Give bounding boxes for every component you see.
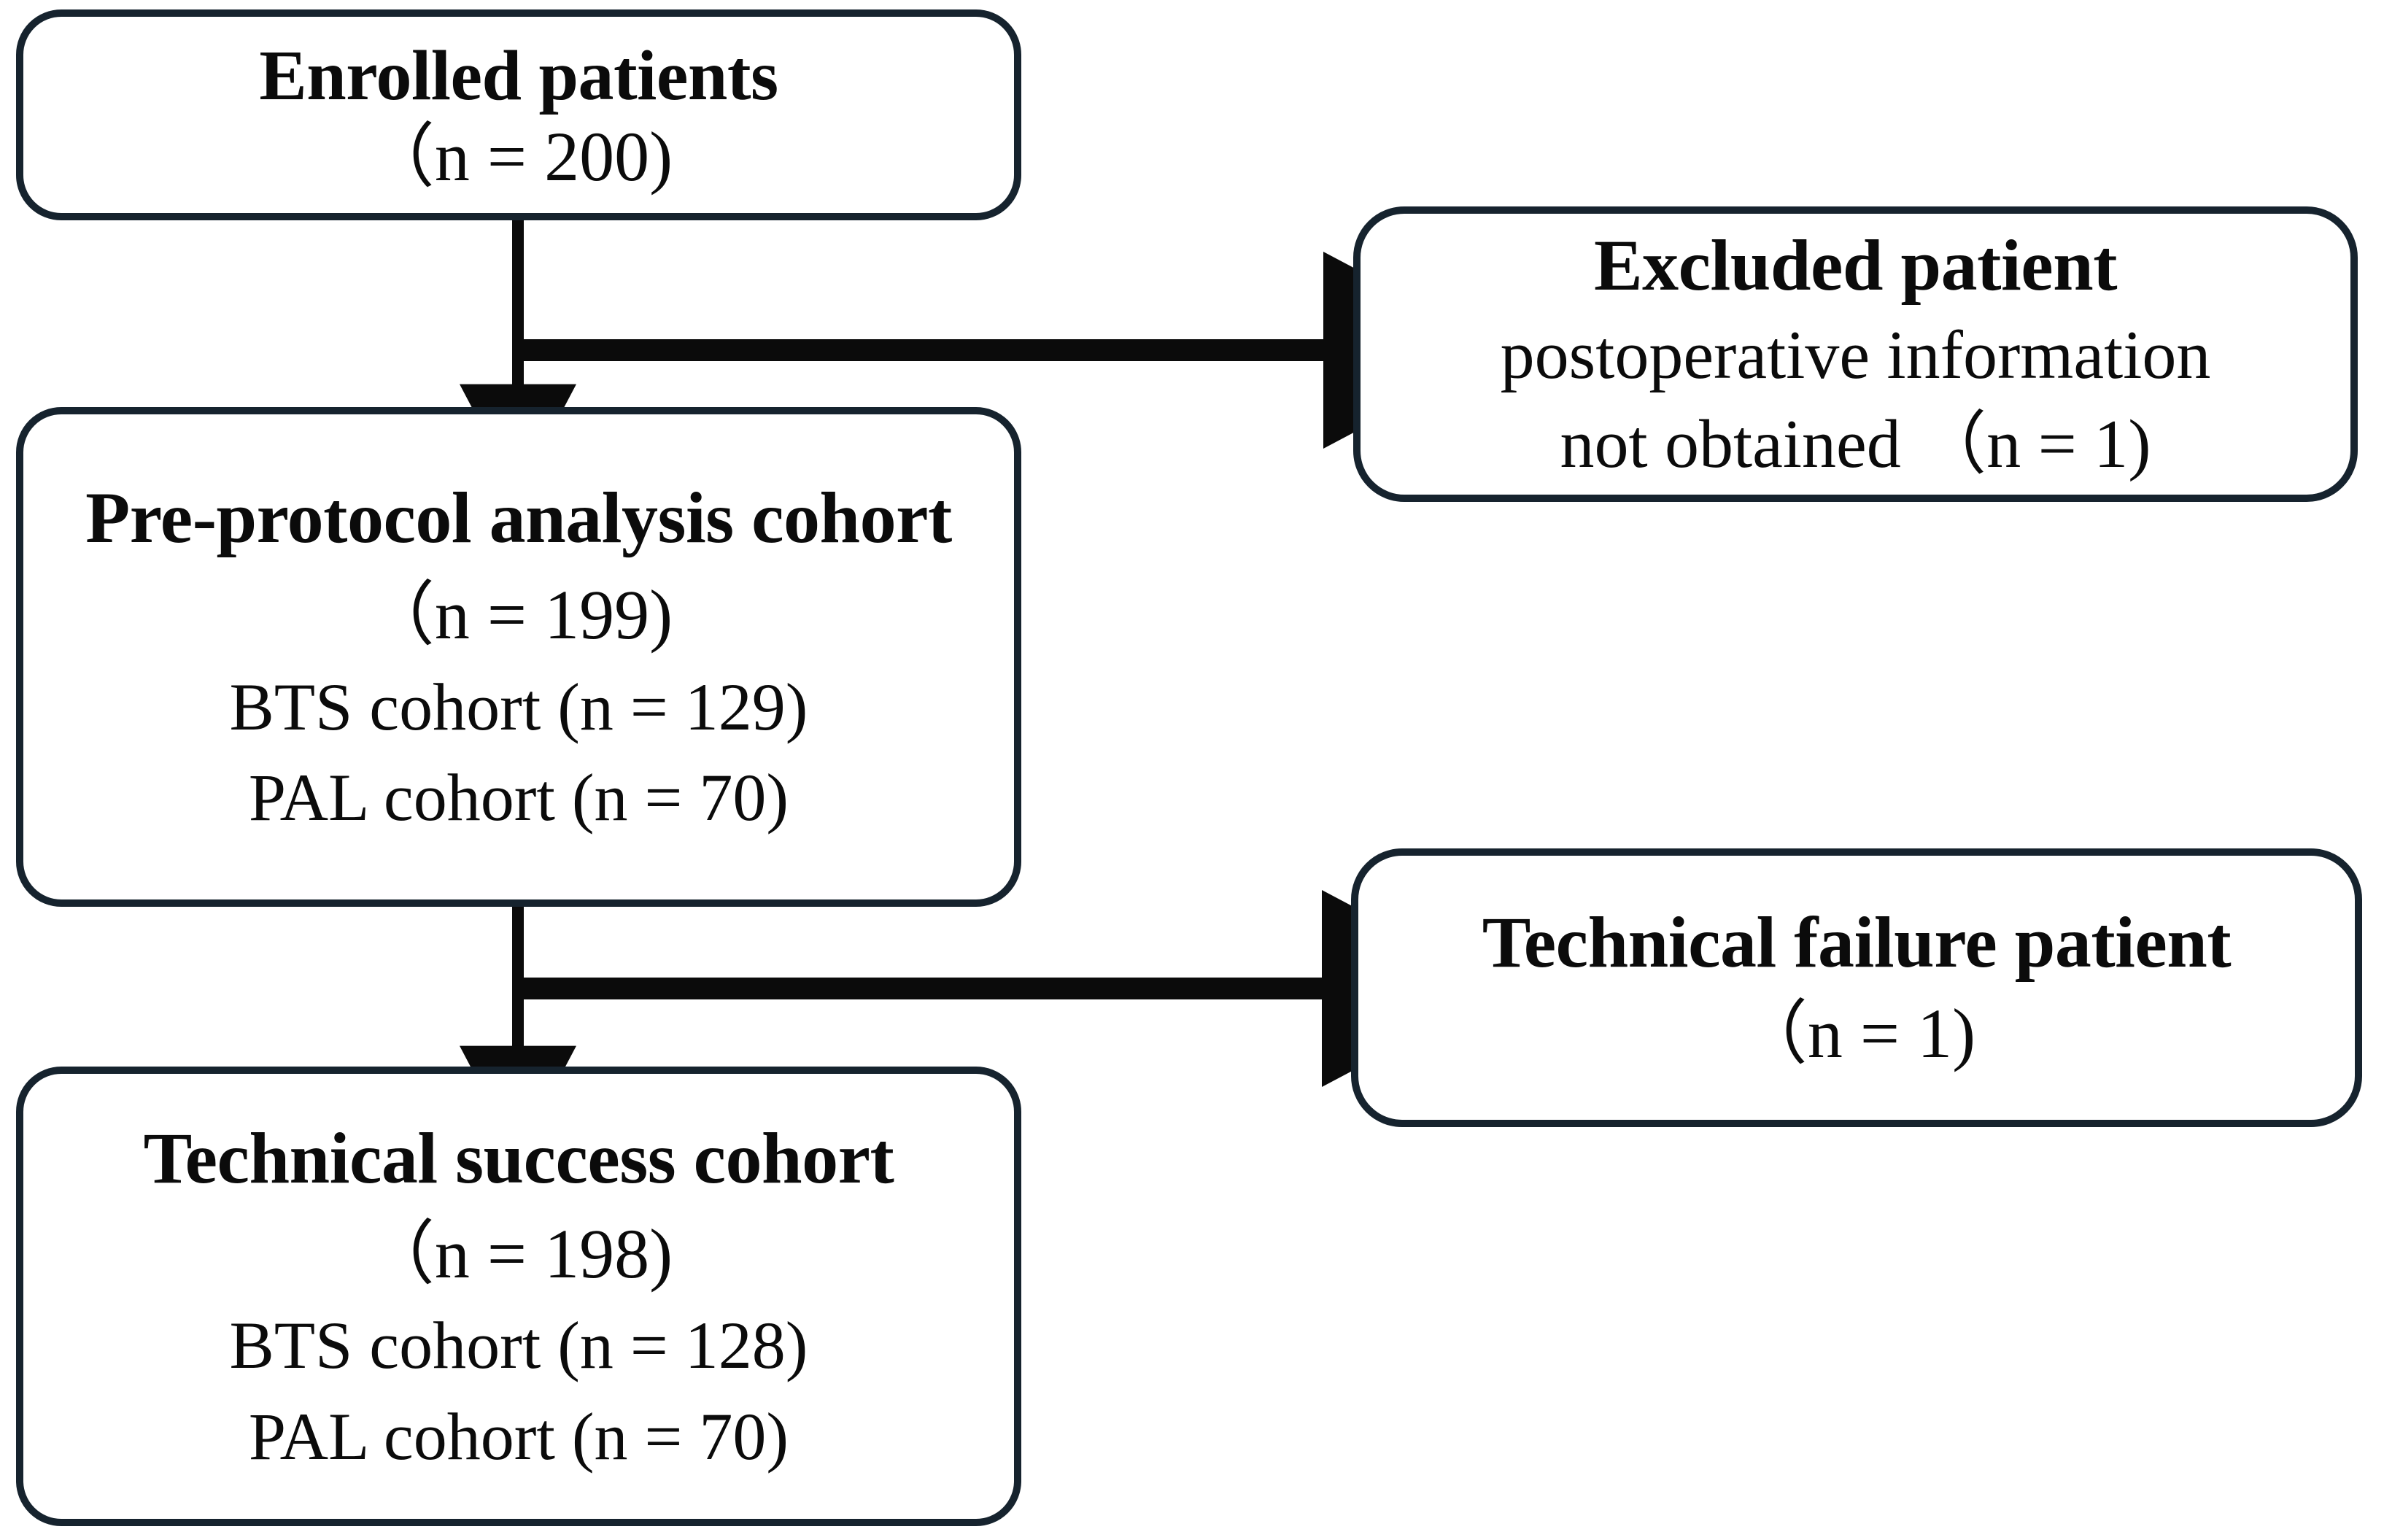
node-failure-count: （n = 1) bbox=[1737, 994, 1976, 1073]
node-success-count: （n = 198) bbox=[364, 1214, 673, 1293]
node-excluded-patient: Excluded patient postoperative informati… bbox=[1353, 206, 2358, 502]
node-excluded-reason: postoperative information bbox=[1500, 317, 2211, 394]
node-excluded-count: not obtained （n = 1) bbox=[1560, 406, 2151, 482]
node-pre-protocol-analysis-cohort: Pre-protocol analysis cohort （n = 199) B… bbox=[16, 407, 1021, 907]
node-technical-failure-patient: Technical failure patient （n = 1) bbox=[1351, 848, 2362, 1127]
node-enrolled-patients: Enrolled patients （n = 200) bbox=[16, 9, 1021, 220]
node-preprotocol-count: （n = 199) bbox=[364, 576, 673, 654]
node-success-bts: BTS cohort (n = 128) bbox=[229, 1308, 808, 1382]
node-excluded-title: Excluded patient bbox=[1593, 225, 2118, 306]
node-success-pal: PAL cohort (n = 70) bbox=[248, 1398, 789, 1474]
node-enrolled-count: （n = 200) bbox=[364, 117, 673, 196]
node-failure-title: Technical failure patient bbox=[1482, 902, 2232, 983]
node-success-title: Technical success cohort bbox=[143, 1117, 894, 1199]
node-preprotocol-bts: BTS cohort (n = 129) bbox=[229, 669, 808, 744]
node-technical-success-cohort: Technical success cohort （n = 198) BTS c… bbox=[16, 1067, 1021, 1526]
node-preprotocol-title: Pre-protocol analysis cohort bbox=[85, 477, 952, 559]
node-preprotocol-pal: PAL cohort (n = 70) bbox=[248, 760, 789, 835]
node-enrolled-title: Enrolled patients bbox=[259, 36, 778, 115]
